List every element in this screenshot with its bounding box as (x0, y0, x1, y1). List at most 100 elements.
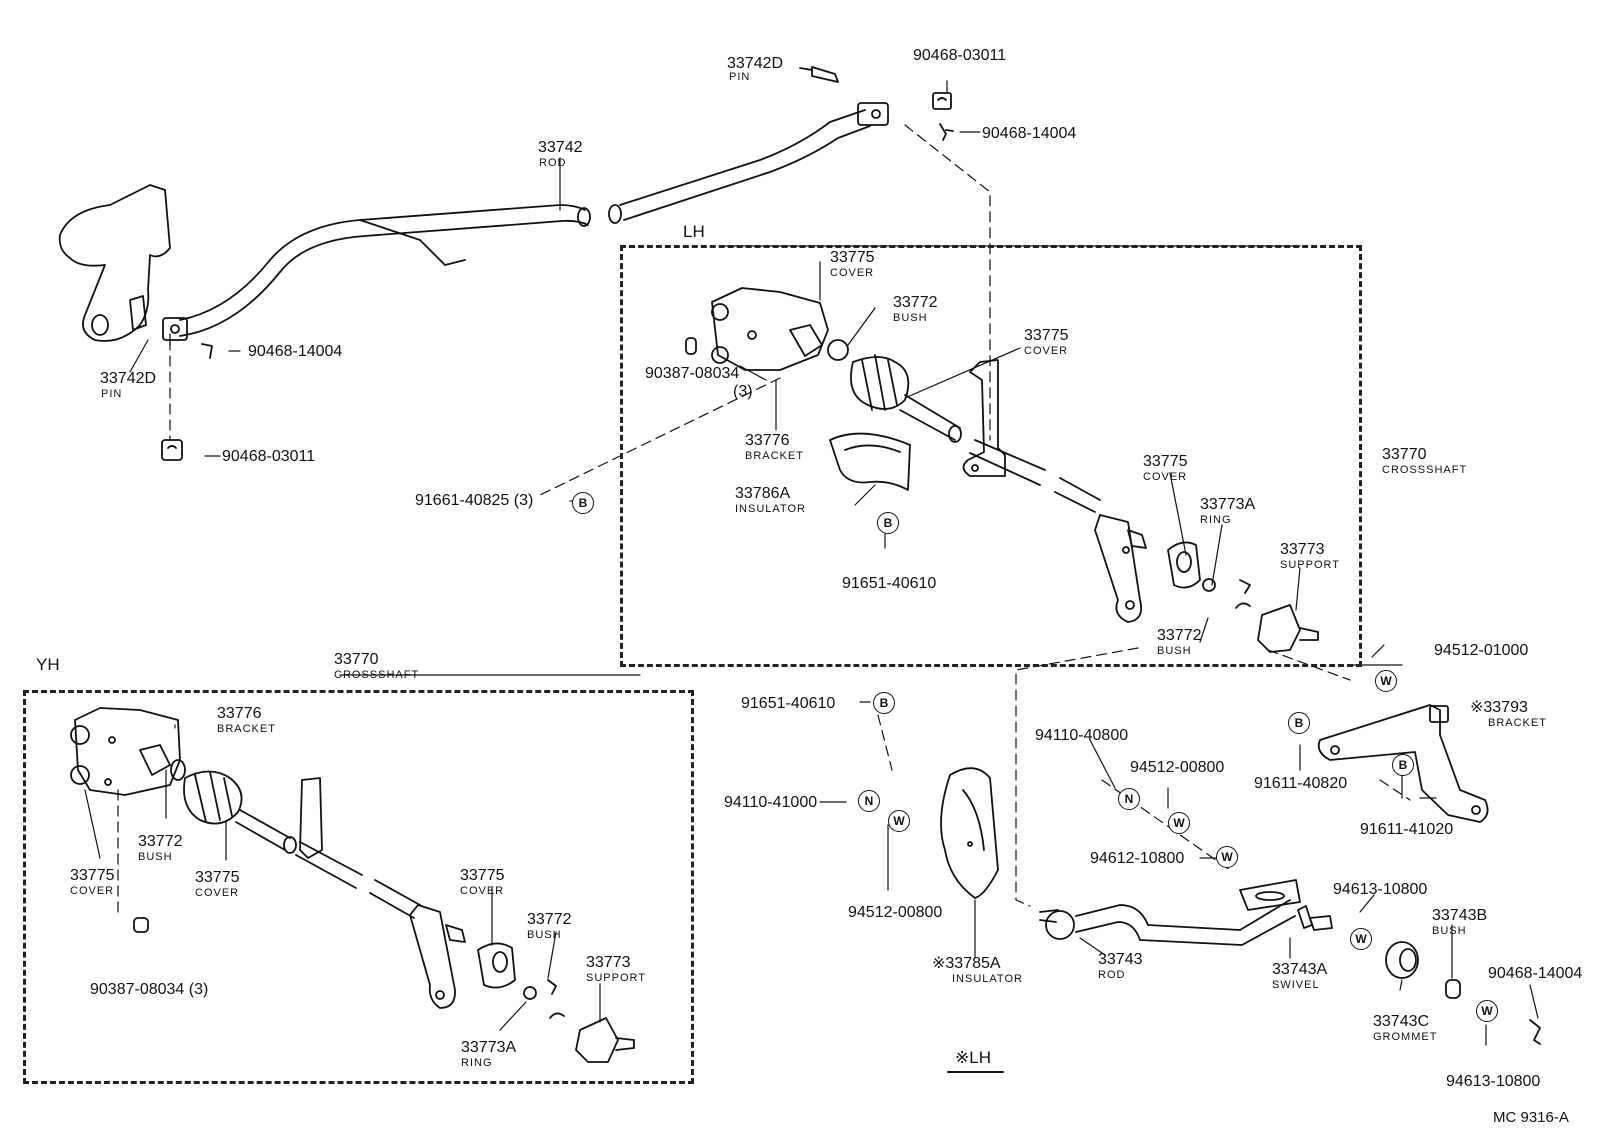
yh-region-box (23, 690, 694, 1084)
yh-boot-cover (184, 772, 242, 824)
label-ring-b: RING (461, 1057, 493, 1069)
label-33742: 33742 (538, 139, 583, 156)
lh-support (1236, 603, 1318, 652)
label-ring-a: RING (1200, 514, 1232, 526)
label-33772-d: 33772 (527, 911, 572, 928)
label-bush-c: BUSH (138, 851, 173, 863)
rod-33742 (180, 103, 888, 336)
label-lh-note: ※LH (955, 1048, 991, 1067)
badge-w-94512-01000: W (1375, 670, 1397, 692)
label-91611-41020: 91611-41020 (1360, 821, 1454, 838)
label-90468-14004-left: 90468-14004 (248, 343, 343, 360)
label-94613-10800-b: 94613-10800 (1446, 1073, 1541, 1090)
lh-region-box (620, 245, 1362, 667)
label-pin-top: PIN (729, 71, 751, 83)
label-33793: ※33793 (1470, 699, 1528, 716)
label-94110-41000: 94110-41000 (724, 794, 818, 811)
label-91651-40610-a: 91651-40610 (842, 575, 937, 592)
label-90468-03011-left: 90468-03011 (222, 448, 316, 465)
label-33775-d: 33775 (70, 867, 115, 884)
label-33743C: 33743C (1373, 1013, 1430, 1030)
label-94512-01000: 94512-01000 (1434, 642, 1529, 659)
label-bush-d: BUSH (527, 929, 562, 941)
label-33775-a: 33775 (830, 249, 875, 266)
label-33773-b: 33773 (586, 954, 631, 971)
clip-90468-03011-left (162, 440, 182, 460)
clip-90468-03011-top (933, 93, 951, 109)
yh-cover-small (478, 943, 515, 987)
label-rod-b: ROD (1098, 969, 1126, 981)
label-33772-c: 33772 (138, 833, 183, 850)
footer-code: MC 9316-A (1493, 1109, 1569, 1126)
label-bush-a: BUSH (893, 312, 928, 324)
label-91651-40610-b: 91651-40610 (741, 695, 836, 712)
label-90468-03011-top: 90468-03011 (913, 47, 1007, 64)
badge-b-91611-41020: B (1392, 754, 1414, 776)
label-33786A: 33786A (735, 485, 791, 502)
label-94110-40800: 94110-40800 (1035, 727, 1129, 744)
label-90468-14004-br: 90468-14004 (1488, 965, 1583, 982)
label-33775-e: 33775 (195, 869, 240, 886)
label-33743B: 33743B (1432, 907, 1488, 924)
grommet-33743C (1386, 942, 1418, 978)
lever-left (60, 185, 187, 341)
label-cover-c: COVER (1143, 471, 1188, 483)
label-cover-f: COVER (460, 885, 505, 897)
label-33773A-b: 33773A (461, 1039, 517, 1056)
label-33773A-a: 33773A (1200, 496, 1256, 513)
label-90387-qty-a: (3) (733, 383, 753, 400)
badge-b-91651-b: B (873, 692, 895, 714)
label-lh-box: LH (683, 222, 705, 241)
pin-33742D-top (800, 67, 838, 82)
label-94612-10800: 94612-10800 (1090, 850, 1185, 867)
label-crossshaft-b: CROSSSHAFT (334, 669, 420, 681)
label-33772-a: 33772 (893, 294, 938, 311)
label-support-a: SUPPORT (1280, 559, 1340, 571)
label-91611-40820: 91611-40820 (1254, 775, 1348, 792)
label-90387-08034-b: 90387-08034 (3) (90, 981, 209, 998)
clip-90468-14004-top (940, 124, 953, 140)
lh-lever-arm (1095, 515, 1146, 622)
label-33743: 33743 (1098, 951, 1143, 968)
lh-ring (1203, 579, 1250, 593)
label-bracket-r: BRACKET (1488, 717, 1547, 729)
label-33785A: ※33785A (932, 955, 1001, 972)
badge-w-94512-00800-b: W (1168, 812, 1190, 834)
lh-insulator (830, 434, 910, 490)
yh-lever-arm (410, 905, 465, 1008)
yh-bracket-assembly (71, 708, 185, 795)
bracket-33793 (1319, 705, 1488, 822)
label-bush-b: BUSH (1157, 645, 1192, 657)
label-insulator-b: INSULATOR (952, 973, 1023, 985)
label-33770-a: 33770 (1382, 446, 1427, 463)
label-yh-box: YH (36, 655, 60, 674)
label-94512-00800-b: 94512-00800 (1130, 759, 1225, 776)
label-cover-d: COVER (70, 885, 115, 897)
swivel-33743A (1298, 906, 1332, 930)
badge-w-94612-10800: W (1216, 846, 1238, 868)
label-cover-b: COVER (1024, 345, 1069, 357)
lh-boot-cover (851, 355, 908, 410)
insulator-33785A (941, 768, 998, 898)
yh-bush-small (134, 918, 148, 932)
badge-n-94110-40800: N (1118, 788, 1140, 810)
badge-w-94613-10800-a: W (1350, 928, 1372, 950)
badge-w-94512-00800-a: W (888, 810, 910, 832)
label-bush-e: BUSH (1432, 925, 1467, 937)
yh-ring (524, 980, 564, 1018)
label-rod: ROD (539, 157, 567, 169)
label-33775-c: 33775 (1143, 453, 1188, 470)
bush-33743B (1446, 980, 1460, 998)
badge-b-91651-a: B (877, 512, 899, 534)
label-33776-a: 33776 (745, 432, 790, 449)
clip-90468-14004-left (202, 344, 212, 358)
label-cover-e: COVER (195, 887, 240, 899)
label-crossshaft-a: CROSSSHAFT (1382, 464, 1468, 476)
label-90468-14004-top: 90468-14004 (982, 125, 1077, 142)
lh-cover-small (1168, 542, 1200, 587)
label-33775-f: 33775 (460, 867, 505, 884)
label-33776-b: 33776 (217, 705, 262, 722)
label-insulator-a: INSULATOR (735, 503, 806, 515)
label-support-b: SUPPORT (586, 972, 646, 984)
label-33772-b: 33772 (1157, 627, 1202, 644)
